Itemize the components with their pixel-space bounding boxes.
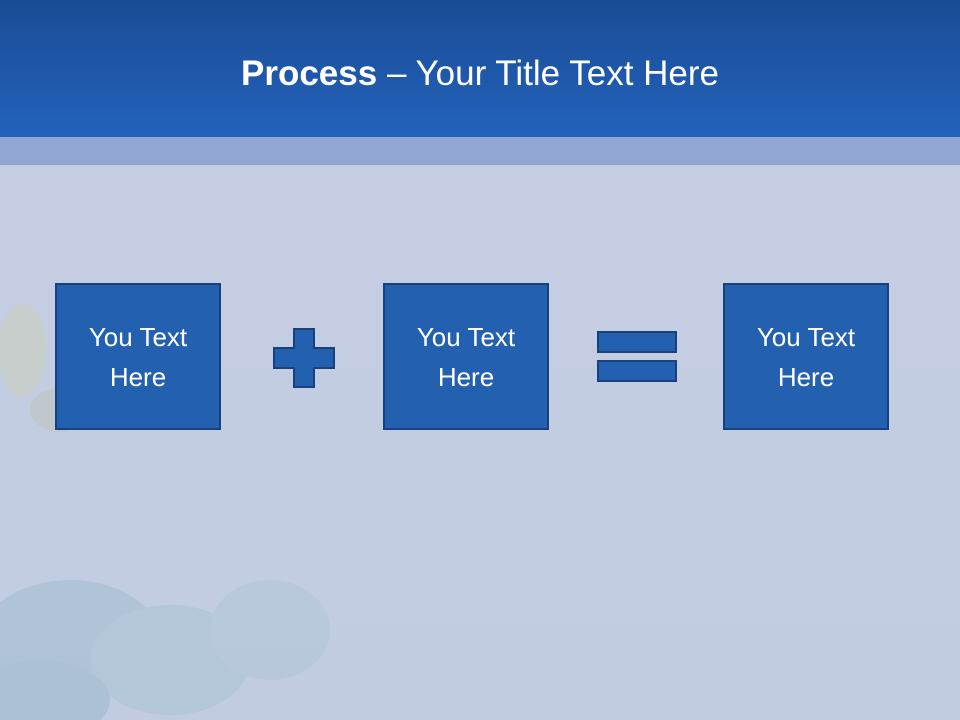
- process-box-1-text: You Text Here: [88, 321, 188, 392]
- title-bold: Process: [241, 54, 378, 93]
- page-title: Process – Your Title Text Here: [0, 52, 960, 96]
- header-band: [0, 137, 960, 165]
- process-box-2-text: You Text Here: [416, 321, 516, 392]
- process-box-1[interactable]: You Text Here: [55, 283, 221, 430]
- process-box-3-text: You Text Here: [756, 321, 856, 392]
- slide-background: [0, 165, 960, 720]
- process-box-3[interactable]: You Text Here: [723, 283, 889, 430]
- equals-icon: [597, 331, 677, 382]
- process-box-2[interactable]: You Text Here: [383, 283, 549, 430]
- title-bar: Process – Your Title Text Here: [0, 0, 960, 137]
- plus-icon: [273, 328, 335, 388]
- reef-decoration-icon: [0, 304, 330, 720]
- title-rest: – Your Title Text Here: [377, 54, 719, 93]
